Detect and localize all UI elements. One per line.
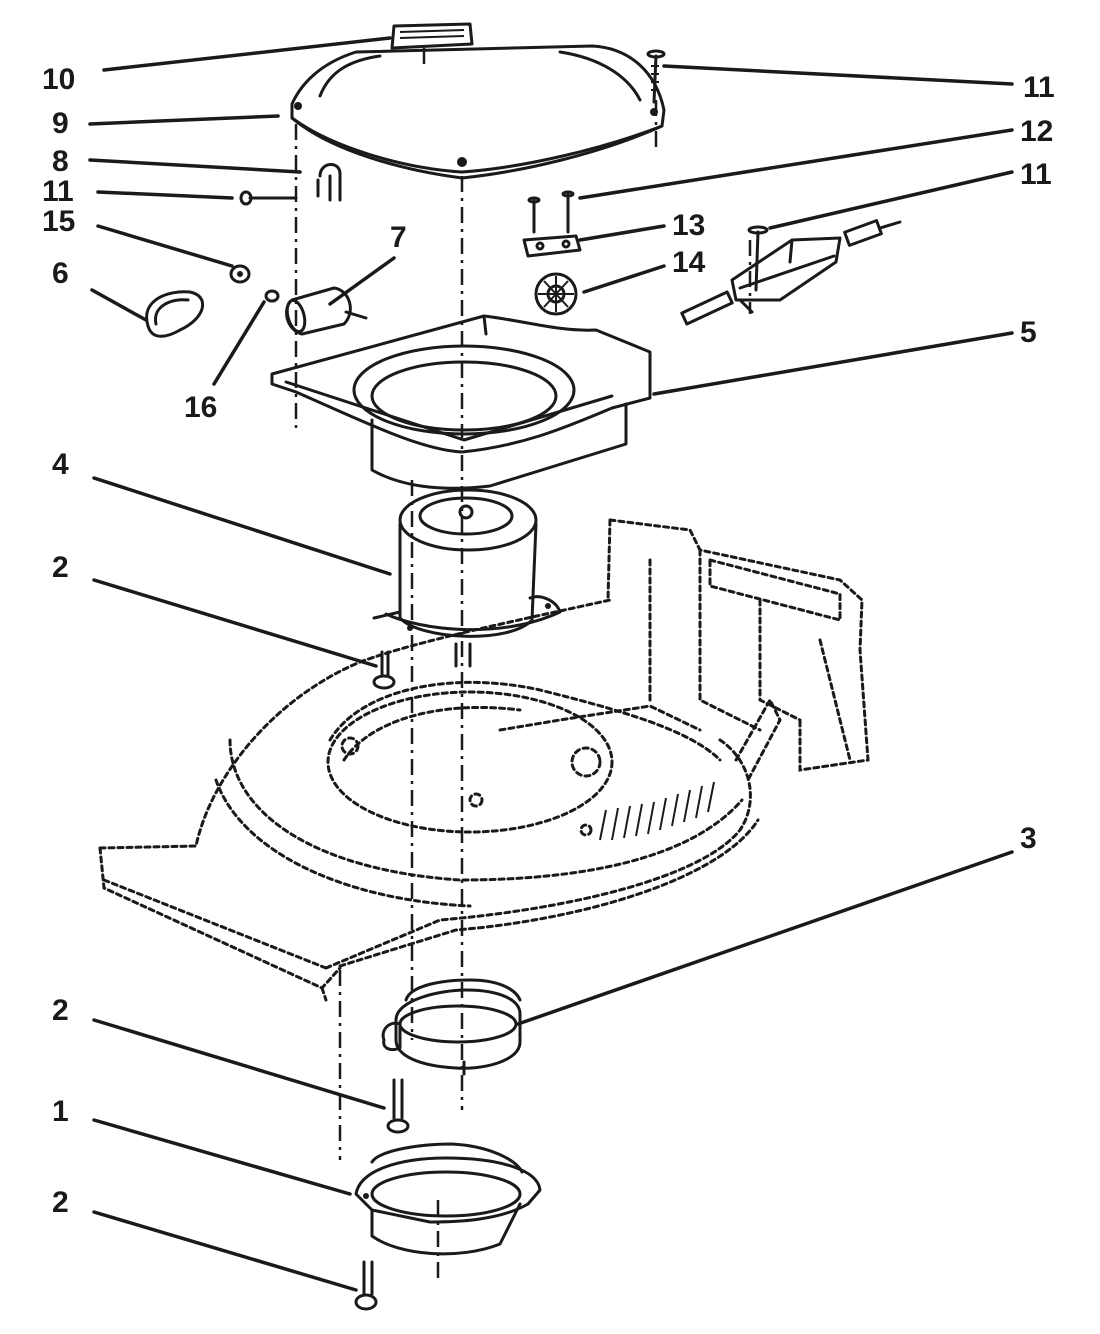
callout-4: 4 <box>52 448 69 481</box>
part-4-motor <box>372 488 562 668</box>
deck-vents <box>599 781 715 841</box>
callout-3: 3 <box>1020 822 1037 855</box>
part-2-bolt-bottom <box>354 1260 378 1311</box>
callout-10: 10 <box>42 63 75 96</box>
callout-9: 9 <box>52 107 69 140</box>
part-14-knob <box>534 272 578 316</box>
callout-2-middle: 2 <box>52 994 69 1027</box>
part-10-label-plate <box>390 22 474 50</box>
callout-5: 5 <box>1020 316 1037 349</box>
callout-2-bottom: 2 <box>52 1186 69 1219</box>
part-1-lower-ring <box>354 1142 542 1256</box>
callout-16: 16 <box>184 391 217 424</box>
part-6-cord <box>145 290 205 338</box>
part-12-screws <box>527 190 575 234</box>
part-9-top-cover <box>290 44 666 180</box>
part-7-capacitor <box>285 286 368 336</box>
callout-8: 8 <box>52 145 69 178</box>
callout-13: 13 <box>672 209 705 242</box>
main-deck-chassis <box>98 518 870 1002</box>
part-5-motor-housing <box>270 314 652 490</box>
part-2-bolt-middle <box>386 1078 410 1134</box>
part-11-screw-top <box>646 49 666 104</box>
callout-labels: 10 9 8 11 15 6 16 7 11 12 11 13 14 5 4 2… <box>42 63 1055 1219</box>
callout-11-top-right: 11 <box>1023 71 1055 104</box>
callout-14: 14 <box>672 246 706 279</box>
callout-1: 1 <box>52 1095 69 1128</box>
switch-assembly <box>680 219 902 326</box>
part-3-collar-ring <box>381 978 522 1076</box>
callout-7: 7 <box>390 221 407 254</box>
callout-15: 15 <box>42 205 75 238</box>
part-11-screw-right <box>747 225 769 292</box>
callout-11-right: 11 <box>1020 158 1052 191</box>
part-15-nut <box>229 264 251 284</box>
part-13-bracket <box>522 234 582 258</box>
leader-lines <box>88 36 1014 1292</box>
callout-12: 12 <box>1020 115 1053 148</box>
part-8-clip <box>316 163 342 202</box>
callout-6: 6 <box>52 257 69 290</box>
callout-2-top: 2 <box>52 551 69 584</box>
part-11-screw-left <box>239 190 298 206</box>
callout-11-left: 11 <box>42 175 74 208</box>
part-16-washer <box>264 289 280 303</box>
assembly-axes <box>294 48 752 1280</box>
